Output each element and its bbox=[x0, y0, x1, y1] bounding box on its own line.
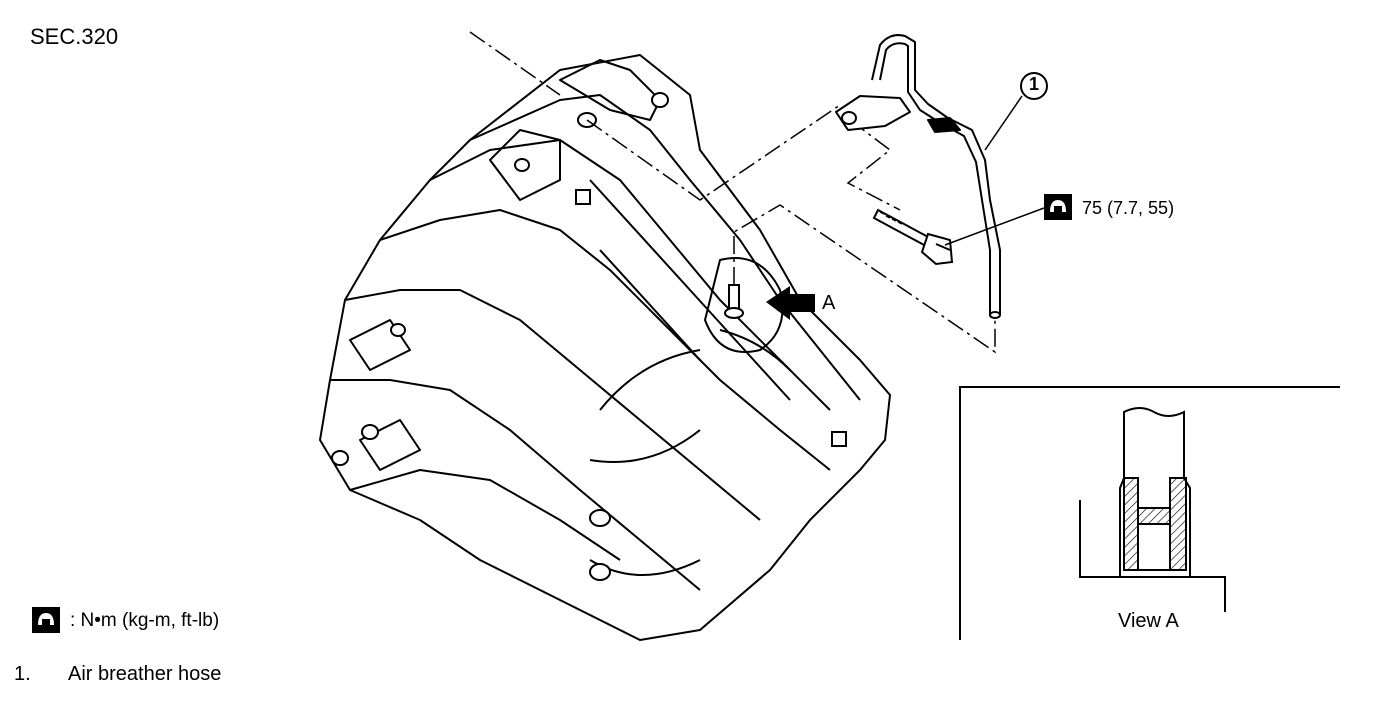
callout-number: 1 bbox=[1028, 74, 1039, 94]
air-breather-hose bbox=[835, 34, 1001, 319]
leader-lines bbox=[469, 31, 996, 354]
case-bolt-holes bbox=[331, 92, 847, 581]
view-a-inset bbox=[959, 386, 1340, 640]
torque-wrench-icon bbox=[32, 607, 60, 633]
view-arrow-label: A bbox=[822, 292, 836, 314]
callout-circle bbox=[1020, 72, 1048, 100]
section-code: SEC.320 bbox=[30, 24, 119, 49]
transmission-case bbox=[319, 54, 891, 641]
breather-fitting bbox=[724, 284, 744, 319]
view-a-label: View A bbox=[1118, 610, 1179, 632]
mounting-bolt bbox=[872, 208, 954, 266]
torque-wrench-icon bbox=[1044, 194, 1072, 220]
torque-value: 75 (7.7, 55) bbox=[1082, 198, 1175, 218]
legend-item-text: Air breather hose bbox=[68, 663, 222, 685]
torque-unit-legend: : N•m (kg-m, ft-lb) bbox=[70, 610, 220, 631]
view-a-arrow bbox=[766, 286, 815, 320]
callout-leaders bbox=[944, 95, 1045, 246]
legend-item-number: 1. bbox=[14, 663, 31, 685]
